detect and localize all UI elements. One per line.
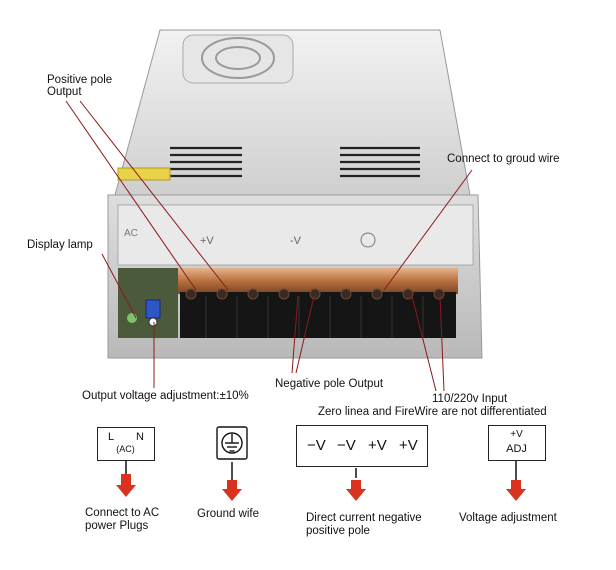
ac-l-label: L [108,431,115,443]
vent-slots-left [170,146,242,178]
caption-dc-line2: positive pole [306,525,370,537]
caption-dc-line1: Direct current negative [306,512,422,524]
caption-ground: Ground wife [197,508,260,520]
label-display-lamp: Display lamp [27,239,93,251]
dc-terminal-3: +V [368,437,387,454]
adj-bottom-label: ADJ [506,443,527,455]
ac-n-label: N [136,431,144,443]
ground-symbol-panel [360,232,376,248]
fan-grille [182,34,294,84]
caption-ac-line1: Connect to AC [85,507,160,519]
label-input-voltage: 110/220v Input [432,393,508,405]
dc-terminal-symbol: −V −V +V +V [296,425,428,467]
ac-sub-label: (AC) [116,444,135,454]
label-output-voltage-adjustment: Output voltage adjustment:±10% [82,390,249,402]
down-arrow-ac [116,474,136,497]
label-positive-output: Output [47,86,82,98]
ac-terminal-symbol: L N (AC) [97,427,155,461]
symbol-stems [125,460,517,480]
screw-terminals [180,288,456,338]
label-negative-pole-output: Negative pole Output [275,378,384,390]
potentiometer [145,299,161,319]
adj-top-label: +V [510,429,523,440]
down-arrow-dc [346,480,366,501]
dc-terminal-4: +V [399,437,418,454]
down-arrow-adj [506,480,526,501]
terminal-panel [117,204,474,266]
caption-adj: Voltage adjustment [459,512,557,524]
dc-terminal-2: −V [337,437,356,454]
dc-terminal-1: −V [307,437,326,454]
yellow-sticker [117,167,171,181]
down-arrow-ground [222,480,242,501]
caption-ac-line2: power Plugs [85,520,149,532]
down-arrows [116,474,526,501]
label-ground-wire: Connect to groud wire [447,153,560,165]
terminal-label-plus: +V [200,235,214,247]
lamp-label: AC [124,228,138,239]
label-zero-line-note: Zero linea and FireWire are not differen… [318,406,547,418]
callout-lines [65,100,473,392]
vent-slots-right [340,146,420,178]
label-positive-pole: Positive pole [47,74,113,86]
ground-icon [216,426,248,460]
terminal-label-minus: -V [290,235,302,247]
adj-symbol: +V ADJ [488,425,546,461]
